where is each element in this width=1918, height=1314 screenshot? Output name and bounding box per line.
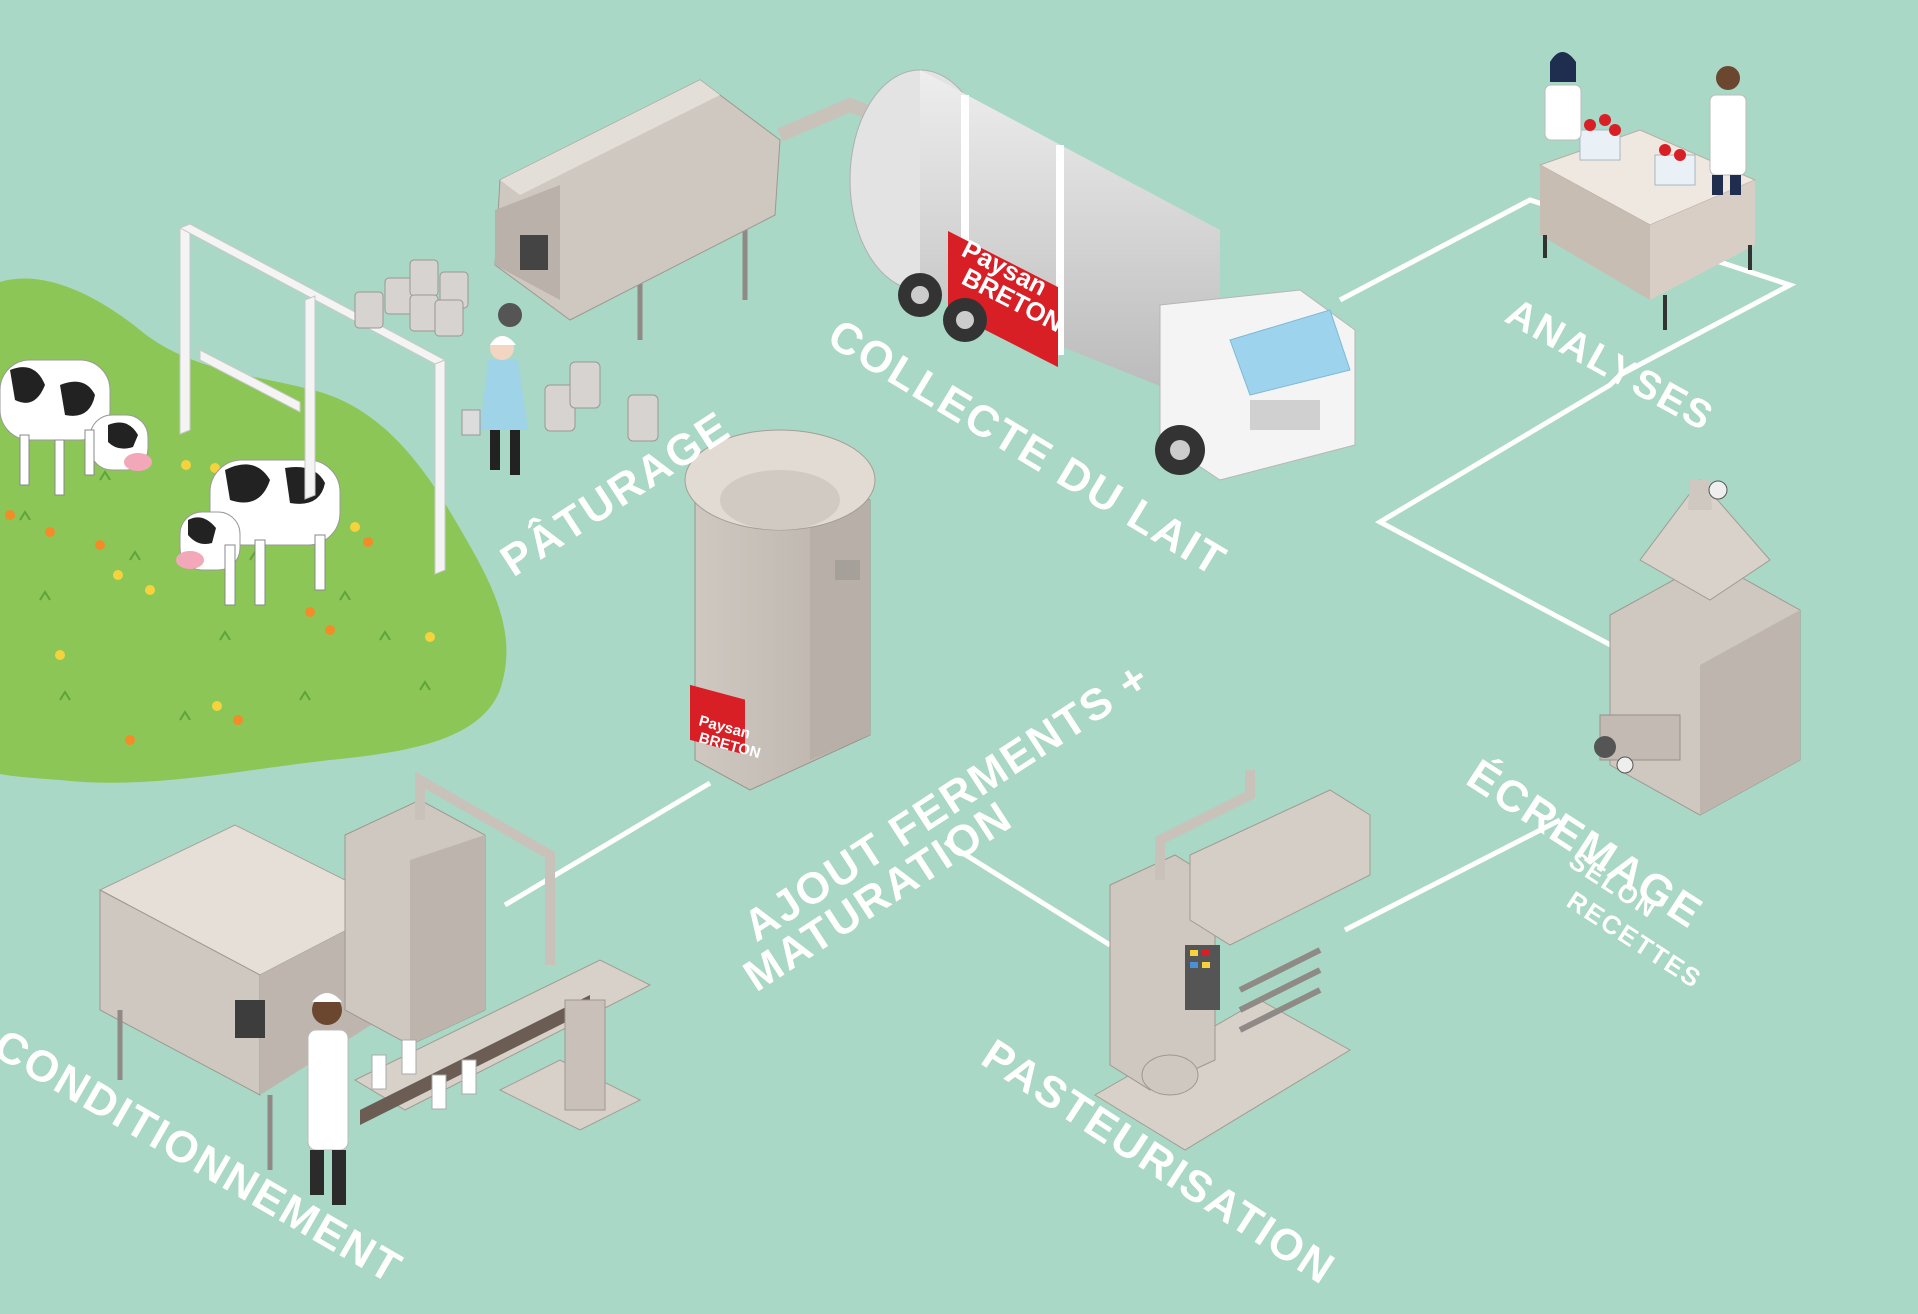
lab-scientist-left — [1544, 52, 1582, 141]
bottles — [371, 1039, 477, 1110]
path-ecremage-pasteurisation — [1343, 817, 1562, 933]
flowers — [5, 460, 435, 745]
farm-cooling-tank — [494, 79, 943, 340]
pasteurizer — [1094, 770, 1371, 1151]
packaging-line — [98, 771, 652, 1170]
cow-left — [0, 359, 152, 496]
milk-cans — [354, 259, 659, 442]
path-analyses-loop — [1338, 197, 1797, 653]
path-pasteurisation-ajout — [943, 839, 1112, 948]
packaging-worker — [307, 993, 349, 1205]
fermentation-tank: Paysan BRETON — [684, 429, 876, 791]
milk-truck: Paysan BRETON — [849, 69, 1356, 481]
path-ajout-conditionnement — [503, 780, 712, 908]
cream-separator — [1594, 479, 1801, 816]
lab-bench — [1538, 114, 1757, 330]
milking-worker — [461, 336, 528, 475]
pasture-gate — [178, 223, 447, 575]
cow-right — [176, 459, 341, 606]
lab-scientist-right — [1709, 66, 1747, 195]
process-paths — [503, 197, 1797, 948]
